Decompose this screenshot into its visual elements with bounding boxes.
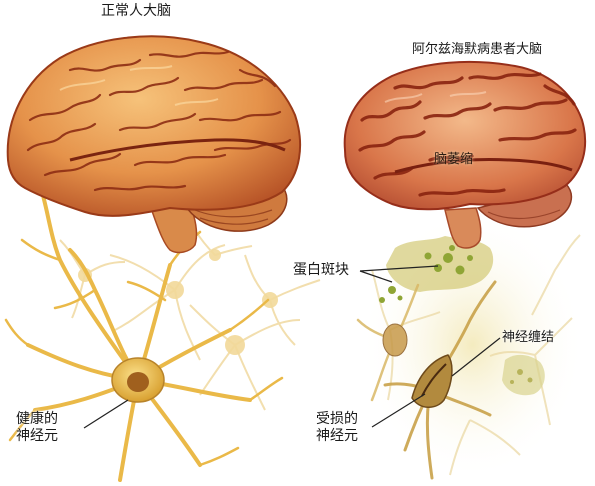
healthy-neuron-leader bbox=[84, 400, 128, 428]
protein-plaque-label: 蛋白斑块 bbox=[293, 262, 349, 279]
neuron-soma bbox=[225, 335, 245, 355]
damaged-neuron-label: 受损的 神经元 bbox=[316, 411, 358, 445]
healthy-brain bbox=[8, 36, 300, 252]
healthy-neuron-label-line2: 神经元 bbox=[16, 428, 58, 445]
damaged-neuron-label-line1: 受损的 bbox=[316, 411, 358, 428]
normal-brain-title: 正常人大脑 bbox=[101, 3, 171, 20]
damaged-neuron-label-line2: 神经元 bbox=[316, 428, 358, 445]
brain-atrophy-label: 脑萎缩 bbox=[434, 151, 473, 168]
neuron-nucleus bbox=[127, 372, 149, 392]
neurofibrillary-tangle-label: 神经缠结 bbox=[502, 329, 554, 346]
alzheimer-brain-title: 阿尔兹海默病患者大脑 bbox=[412, 41, 542, 58]
neuron-soma bbox=[262, 292, 278, 308]
neuron-soma bbox=[166, 281, 184, 299]
neuron-soma bbox=[209, 249, 221, 261]
healthy-neuron-label: 健康的 神经元 bbox=[16, 411, 58, 445]
healthy-neuron-label-line1: 健康的 bbox=[16, 411, 58, 428]
